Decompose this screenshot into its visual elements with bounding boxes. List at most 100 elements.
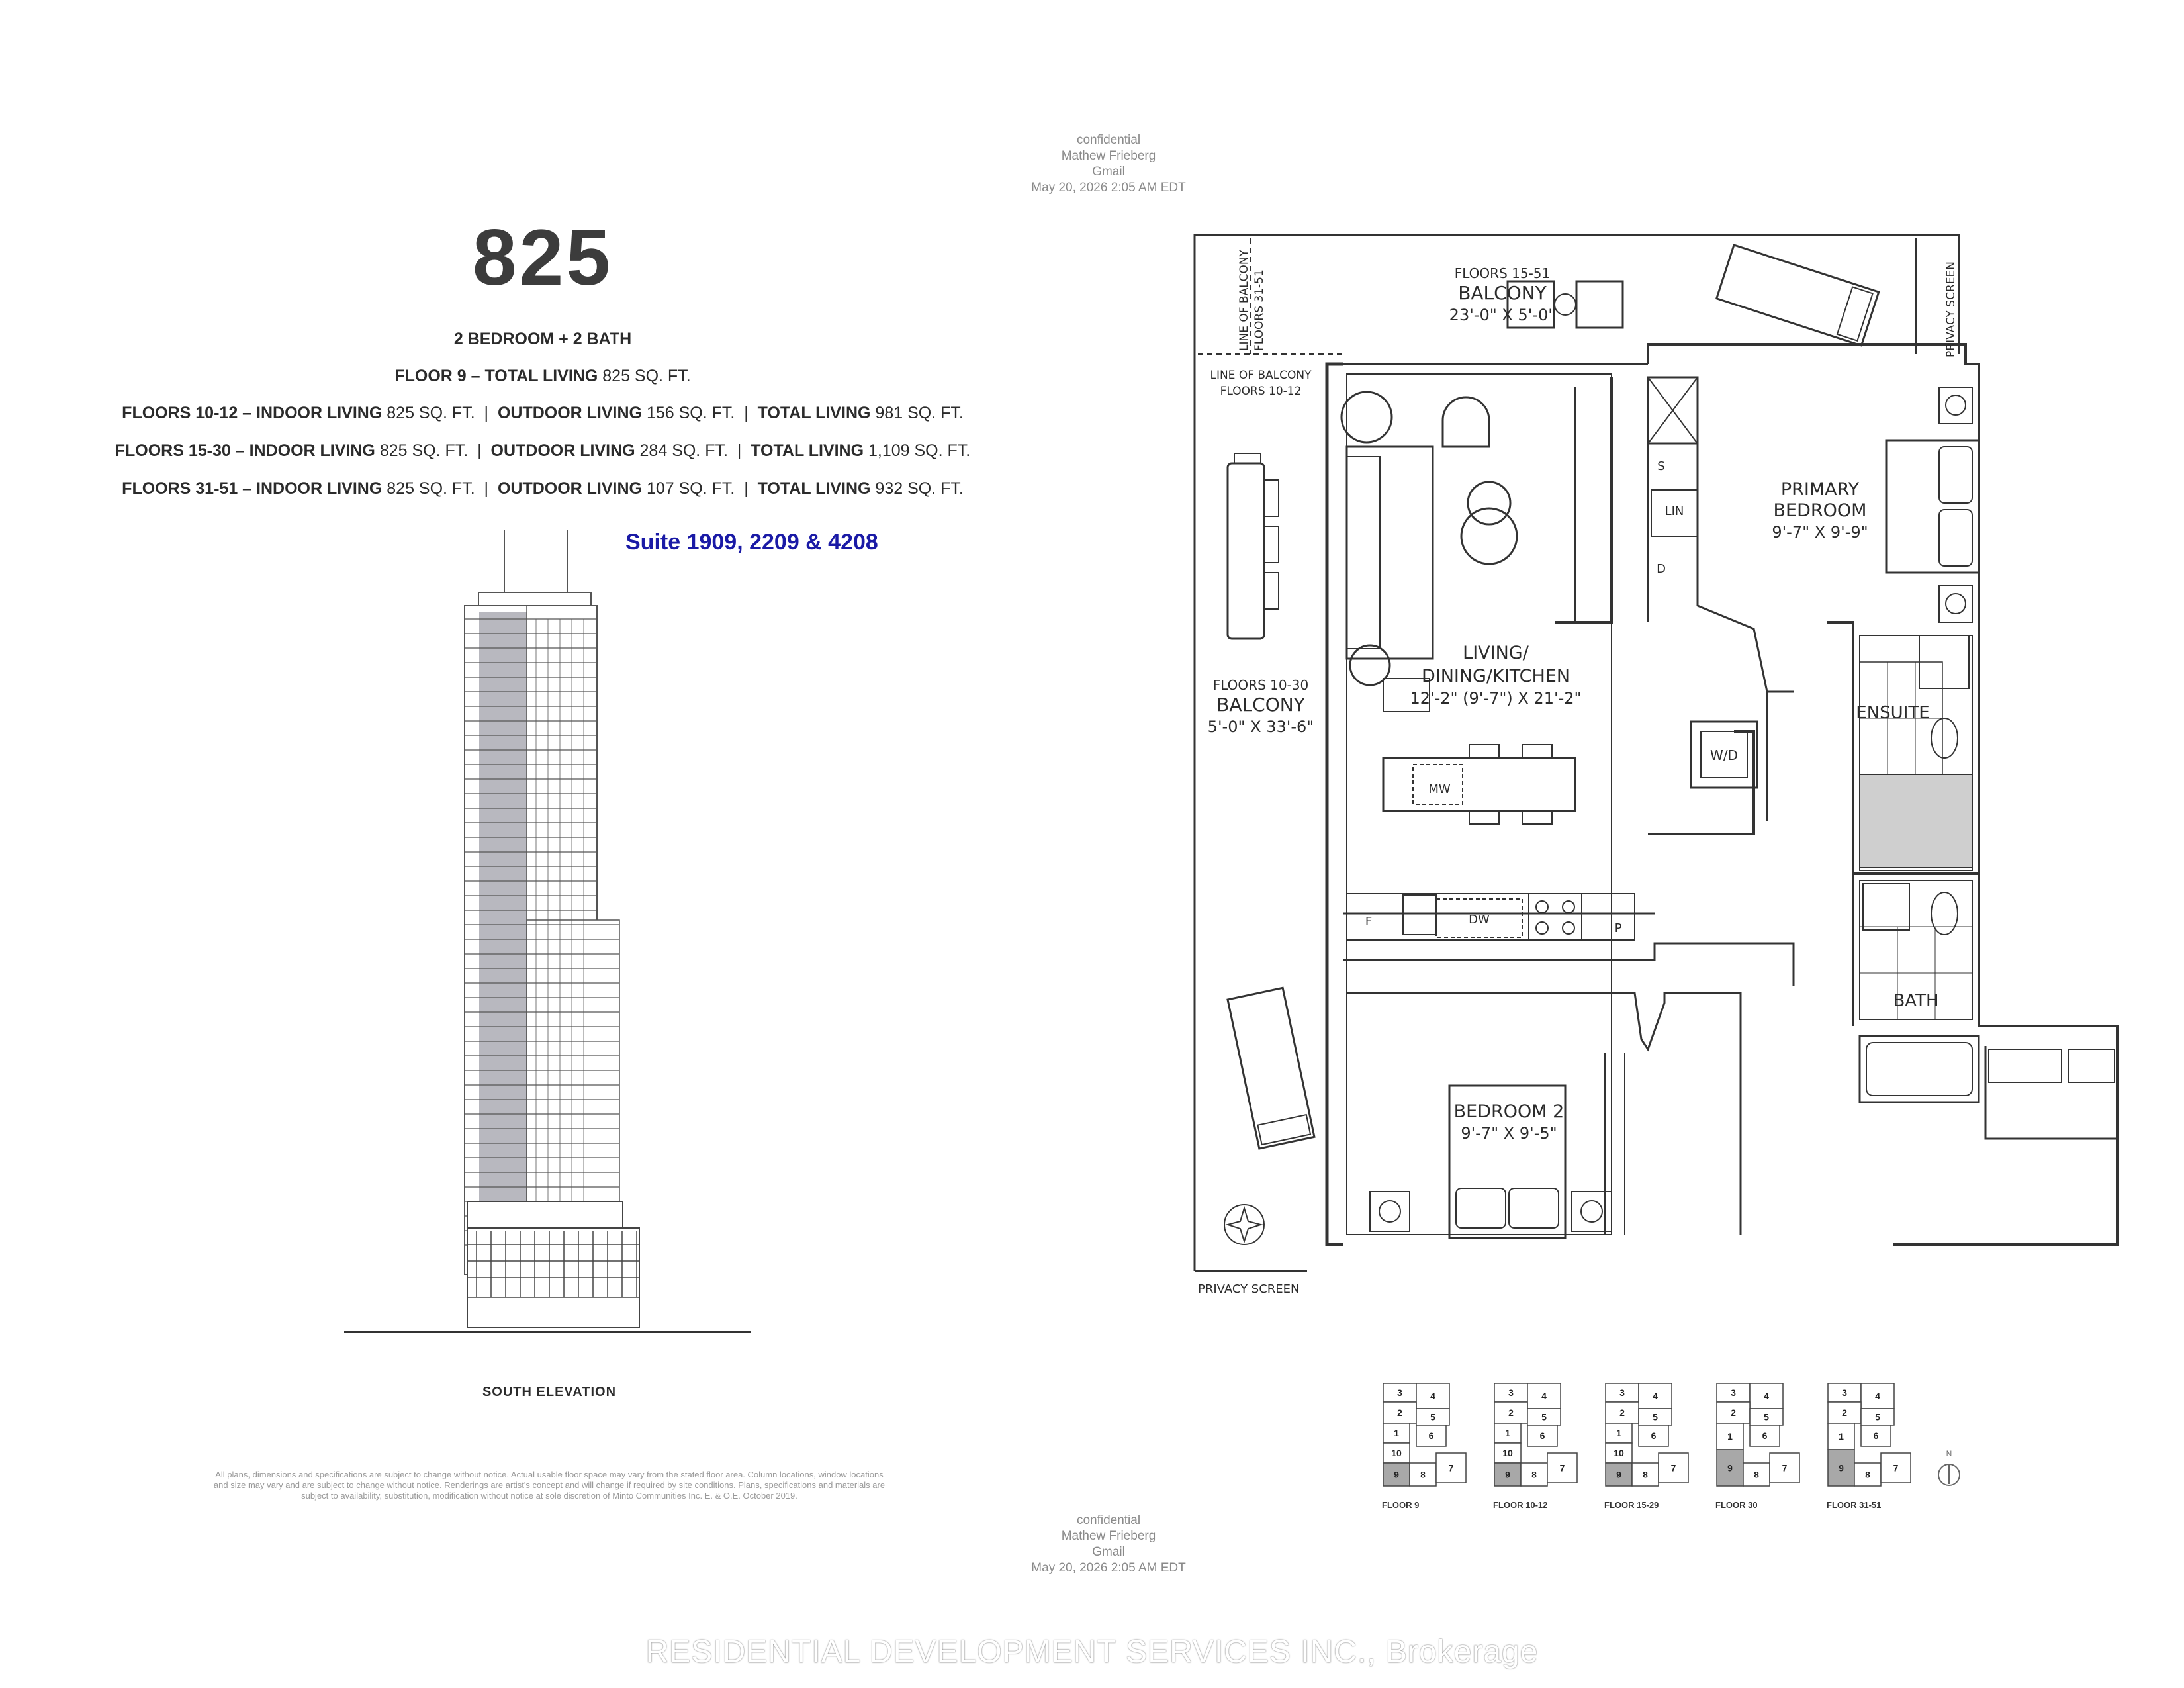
floor9-value: 825 SQ. FT.: [602, 367, 691, 385]
key-plan-unit-number: 3: [1842, 1387, 1847, 1398]
key-plan-label: FLOOR 30: [1715, 1500, 1758, 1510]
bedroom2-name: BEDROOM 2: [1454, 1102, 1565, 1122]
key-plan-unit: [1494, 1383, 1528, 1403]
balcony-left-floors: FLOORS 10-30: [1213, 677, 1308, 693]
key-plan-unit-number: 9: [1839, 1463, 1844, 1474]
watermark-line: Mathew Frieberg: [1061, 149, 1156, 163]
row-total: 981 SQ. FT.: [875, 404, 964, 422]
key-plan-unit-number: 2: [1397, 1407, 1402, 1418]
unit-type: 2 BEDROOM + 2 BATH: [79, 330, 1006, 349]
watermark-line: Gmail: [1092, 1545, 1125, 1559]
key-plan-unit-number: 6: [1651, 1430, 1657, 1441]
key-plan-unit: [1416, 1425, 1447, 1447]
key-plan-unit-number: 3: [1508, 1387, 1514, 1398]
area-row-1: FLOORS 10-12 – INDOOR LIVING 825 SQ. FT.…: [122, 404, 964, 422]
key-plan-unit-number: 2: [1508, 1407, 1514, 1418]
key-plan-unit-number: 6: [1762, 1430, 1768, 1441]
key-plan-unit-number: 7: [1782, 1463, 1788, 1474]
key-plan-unit: [1743, 1462, 1770, 1487]
key-plan-unit-number: 7: [1449, 1463, 1454, 1474]
suite-numbers: Suite 1909, 2209 & 4208: [625, 530, 878, 555]
key-plan-unit: [1716, 1423, 1744, 1450]
key-plan-unit-number: 3: [1731, 1387, 1736, 1398]
primary-dims: 9'-7" X 9'-9": [1772, 523, 1868, 541]
key-plan-unit: [1860, 1408, 1895, 1426]
living-dims: 12'-2" (9'-7") X 21'-2": [1410, 689, 1581, 708]
key-plan-unit: [1638, 1425, 1669, 1447]
key-plan-unit-number: 1: [1839, 1431, 1844, 1442]
floor9-row: FLOOR 9 – TOTAL LIVING 825 SQ. FT.: [79, 367, 1006, 386]
key-plan-unit-number: 8: [1420, 1470, 1426, 1480]
bedroom2-dims: 9'-7" X 9'-5": [1461, 1124, 1557, 1143]
row-outdoor-label: OUTDOOR LIVING: [490, 442, 635, 460]
row-total-label: TOTAL LIVING: [751, 442, 864, 460]
pantry-label: P: [1615, 921, 1622, 935]
row-total: 932 SQ. FT.: [875, 479, 964, 498]
key-plan-unit: [1749, 1408, 1784, 1426]
key-plan-unit: [1527, 1383, 1561, 1409]
key-plan-unit: [1769, 1452, 1800, 1483]
key-plan-unit-number: 4: [1875, 1391, 1880, 1401]
row-indoor: 825 SQ. FT.: [379, 442, 469, 460]
key-plan-unit: [1880, 1452, 1911, 1483]
key-plan-label: FLOOR 15-29: [1604, 1500, 1659, 1510]
key-plan-unit: [1520, 1462, 1548, 1487]
key-plan-unit-number: 9: [1394, 1470, 1399, 1480]
row-floors: FLOORS 31-51 – INDOOR LIVING: [122, 479, 383, 498]
key-plan-unit-number: 7: [1560, 1463, 1565, 1474]
row-floors: FLOORS 15-30 – INDOOR LIVING: [114, 442, 375, 460]
key-plan-unit: [1638, 1383, 1672, 1409]
watermark-line: confidential: [1076, 1513, 1141, 1527]
balcony-left-name: BALCONY: [1216, 694, 1305, 716]
key-plan-unit-number: 8: [1531, 1470, 1537, 1480]
key-plan-unit: [1827, 1401, 1862, 1424]
row-indoor: 825 SQ. FT.: [387, 479, 475, 498]
row-outdoor: 156 SQ. FT.: [646, 404, 735, 422]
key-plan-unit-number: 8: [1754, 1470, 1759, 1480]
row-outdoor-label: OUTDOOR LIVING: [497, 479, 642, 498]
dishwasher-label: DW: [1469, 913, 1490, 927]
balcony-top-floors: FLOORS 15-51: [1455, 265, 1550, 281]
living-label-1: LIVING/: [1463, 643, 1529, 663]
key-plan-unit-number: 5: [1541, 1412, 1547, 1423]
key-plan-unit-number: 2: [1731, 1407, 1736, 1418]
unit-number: 825: [472, 213, 614, 302]
key-plan-unit: [1416, 1408, 1450, 1426]
key-plan-unit: [1494, 1442, 1522, 1464]
key-plan-unit-number: 6: [1540, 1430, 1545, 1441]
floor-plan: FLOORS 15-51 BALCONY 23'-0" X 5'-0" LINE…: [1193, 234, 2119, 1296]
disclaimer-line: All plans, dimensions and specifications…: [215, 1470, 884, 1479]
key-plan-unit-number: 5: [1653, 1412, 1658, 1423]
disclaimer-line: subject to availability, substitution, m…: [301, 1491, 797, 1501]
key-plan-unit: [1827, 1423, 1855, 1450]
key-plan-unit-number: 2: [1619, 1407, 1625, 1418]
key-plan-unit-number: 7: [1671, 1463, 1676, 1474]
key-plan-unit-number: 3: [1397, 1387, 1402, 1398]
floor9-label: FLOOR 9 – TOTAL LIVING: [394, 367, 598, 385]
storage-label: S: [1657, 459, 1664, 473]
key-plan-unit-number: 2: [1842, 1407, 1847, 1418]
key-plan-unit-number: 9: [1505, 1470, 1510, 1480]
confidential-watermark-top: confidential Mathew Frieberg Gmail May 2…: [976, 132, 1241, 196]
key-plan-label: FLOOR 31-51: [1827, 1500, 1882, 1510]
key-plan-unit: [1383, 1423, 1410, 1444]
key-plan-unit-number: 1: [1616, 1428, 1621, 1438]
balcony-top-dims: 23'-0" X 5'-0": [1449, 306, 1556, 324]
washer-dryer-label: W/D: [1710, 747, 1738, 763]
key-plan-unit: [1605, 1401, 1639, 1424]
row-total: 1,109 SQ. FT.: [868, 442, 971, 460]
key-plan-unit: [1435, 1452, 1467, 1483]
line-balcony-31-label: LINE OF BALCONY: [1238, 249, 1251, 351]
unit-type-text: 2 BEDROOM + 2 BATH: [453, 330, 632, 348]
row-outdoor: 107 SQ. FT.: [646, 479, 735, 498]
key-plan-unit-number: 1: [1505, 1428, 1510, 1438]
row-outdoor: 284 SQ. FT.: [639, 442, 728, 460]
north-arrow-icon: N: [1938, 1449, 1960, 1486]
key-plan-unit-number: 5: [1875, 1412, 1880, 1423]
disclaimer-line: and size may vary and are subject to cha…: [213, 1480, 886, 1490]
legal-disclaimer: All plans, dimensions and specifications…: [93, 1470, 1006, 1501]
